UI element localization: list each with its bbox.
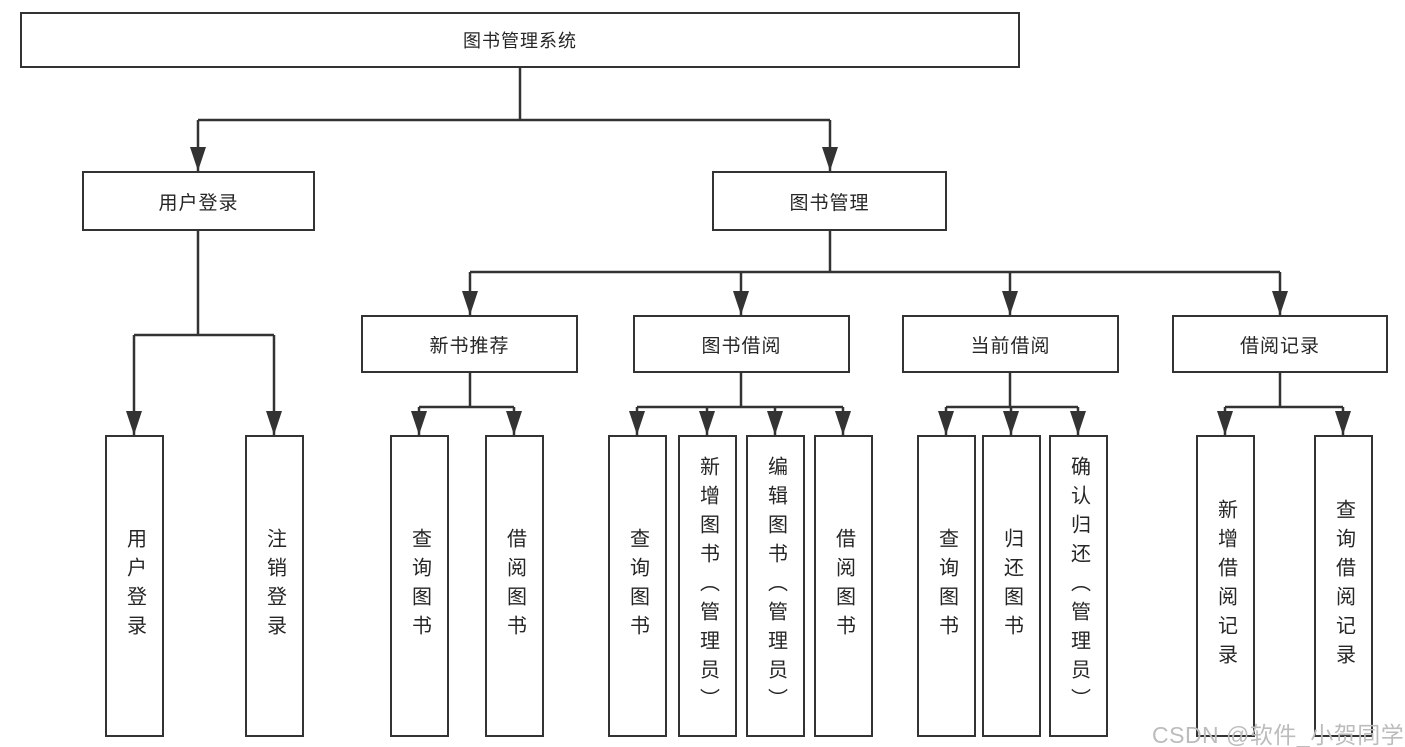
leaf-confirm-return-admin: 确认归还（管理员） bbox=[1049, 435, 1108, 737]
arrowhead bbox=[1335, 411, 1351, 435]
leaf-user-login: 用户登录 bbox=[105, 435, 164, 737]
node-user-login-group: 用户登录 bbox=[82, 171, 315, 231]
csdn-watermark: CSDN @软件_小贺同学 bbox=[1152, 722, 1405, 747]
connector-new-book-rec-to-leaves bbox=[417, 373, 516, 435]
connector-book-borrow-to-leaves bbox=[635, 373, 845, 435]
arrowhead bbox=[190, 147, 206, 171]
leaf-query-books-current: 查询图书 bbox=[917, 435, 976, 737]
leaf-label: 编辑图书（管理员） bbox=[764, 455, 787, 717]
arrowhead bbox=[506, 411, 522, 435]
leaf-label: 查询图书 bbox=[408, 528, 431, 644]
arrowhead bbox=[411, 411, 427, 435]
connector-book-mgmt-to-level3 bbox=[468, 231, 1282, 315]
leaf-label: 查询图书 bbox=[935, 528, 958, 644]
leaf-borrow-books-recommend: 借阅图书 bbox=[485, 435, 544, 737]
leaf-label: 注销登录 bbox=[263, 528, 286, 644]
arrowhead bbox=[1002, 291, 1018, 315]
node-current-borrowing: 当前借阅 bbox=[902, 315, 1119, 373]
arrowhead bbox=[1217, 411, 1233, 435]
arrowhead bbox=[767, 411, 783, 435]
leaf-logout: 注销登录 bbox=[245, 435, 304, 737]
arrowhead bbox=[1003, 411, 1019, 435]
arrowhead bbox=[1070, 411, 1086, 435]
leaf-return-books: 归还图书 bbox=[982, 435, 1041, 737]
arrowhead bbox=[822, 147, 838, 171]
arrowhead bbox=[938, 411, 954, 435]
arrowhead bbox=[629, 411, 645, 435]
leaf-query-books-borrowing: 查询图书 bbox=[608, 435, 667, 737]
leaf-label: 新增借阅记录 bbox=[1214, 499, 1237, 673]
node-book-management-system: 图书管理系统 bbox=[20, 12, 1020, 68]
connector-user-login-to-leaves bbox=[132, 231, 276, 435]
arrowhead bbox=[699, 411, 715, 435]
leaf-label: 用户登录 bbox=[123, 528, 146, 644]
arrowhead bbox=[126, 411, 142, 435]
leaf-add-borrow-record: 新增借阅记录 bbox=[1196, 435, 1255, 737]
leaf-label: 归还图书 bbox=[1000, 528, 1023, 644]
node-borrowing-records: 借阅记录 bbox=[1172, 315, 1388, 373]
leaf-label: 查询图书 bbox=[626, 528, 649, 644]
node-book-management-group: 图书管理 bbox=[712, 171, 947, 231]
node-new-book-recommend: 新书推荐 bbox=[361, 315, 578, 373]
leaf-label: 借阅图书 bbox=[503, 528, 526, 644]
node-book-borrowing: 图书借阅 bbox=[633, 315, 850, 373]
connector-borrow-records-to-leaves bbox=[1223, 373, 1345, 435]
connector-root-to-level2 bbox=[196, 68, 832, 171]
leaf-label: 新增图书（管理员） bbox=[696, 455, 719, 717]
leaf-label: 查询借阅记录 bbox=[1332, 499, 1355, 673]
arrowhead bbox=[462, 291, 478, 315]
leaf-label: 确认归还（管理员） bbox=[1067, 455, 1090, 717]
arrowhead bbox=[1272, 291, 1288, 315]
leaf-query-books-recommend: 查询图书 bbox=[390, 435, 449, 737]
leaf-edit-books-admin: 编辑图书（管理员） bbox=[746, 435, 805, 737]
arrowhead bbox=[733, 291, 749, 315]
arrowhead bbox=[835, 411, 851, 435]
arrowhead bbox=[266, 411, 282, 435]
leaf-add-books-admin: 新增图书（管理员） bbox=[678, 435, 737, 737]
leaf-query-borrow-record: 查询借阅记录 bbox=[1314, 435, 1373, 737]
leaf-label: 借阅图书 bbox=[832, 528, 855, 644]
arrowheads bbox=[126, 147, 1351, 435]
leaf-borrow-books-borrowing: 借阅图书 bbox=[814, 435, 873, 737]
